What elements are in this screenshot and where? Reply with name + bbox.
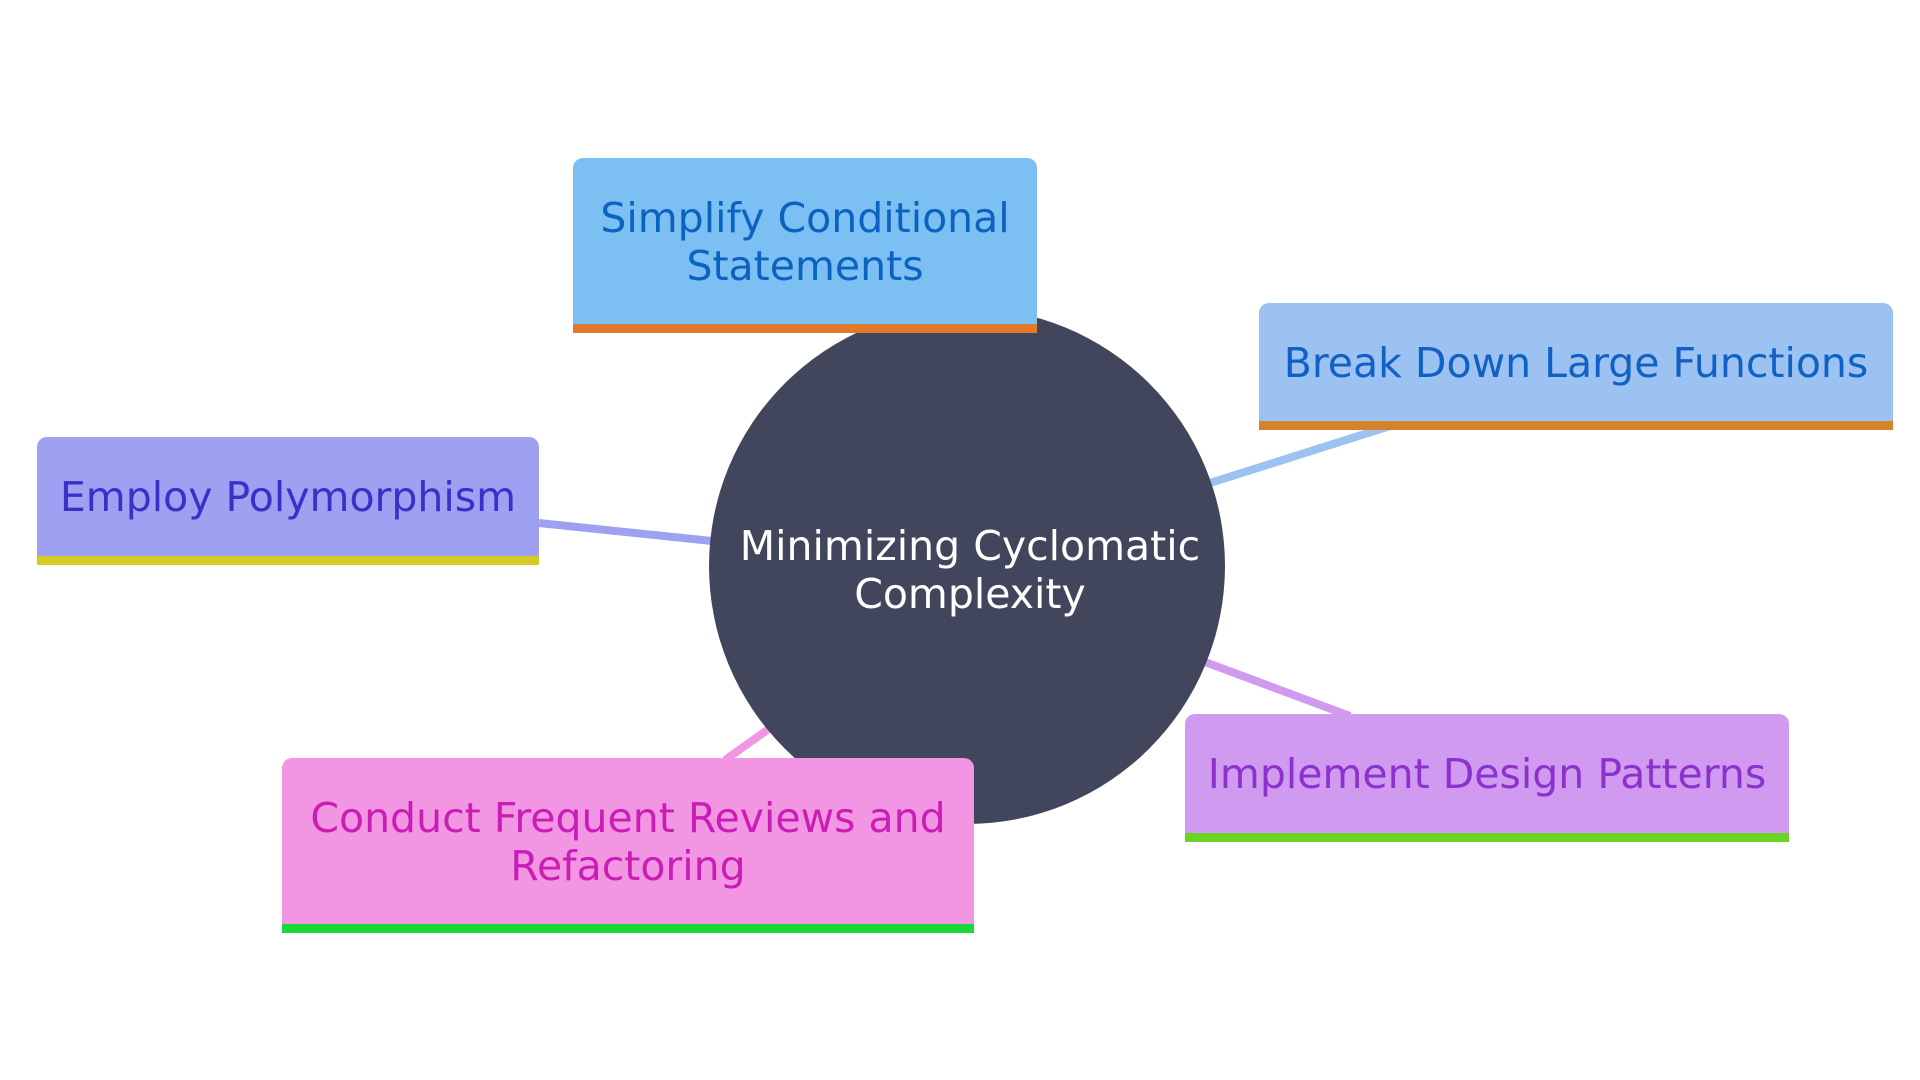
center-label-line1: Minimizing Cyclomatic xyxy=(739,522,1201,570)
node-simplify-conditional-statements[interactable]: Simplify Conditional Statements xyxy=(573,158,1037,333)
center-node-label: Minimizing Cyclomatic Complexity xyxy=(720,500,1220,640)
center-node-circle xyxy=(709,308,1225,824)
node-label-line2: Refactoring xyxy=(510,841,746,890)
node-underline xyxy=(573,324,1037,333)
edge-polymorphism xyxy=(538,519,713,545)
node-label-line1: Simplify Conditional xyxy=(600,193,1010,242)
node-underline xyxy=(37,556,539,565)
node-label: Conduct Frequent Reviews and Refactoring xyxy=(310,794,945,890)
edge-breakdown xyxy=(1208,422,1392,487)
node-label: Simplify Conditional Statements xyxy=(600,194,1009,290)
node-underline xyxy=(1185,833,1789,842)
node-employ-polymorphism[interactable]: Employ Polymorphism xyxy=(37,437,539,565)
node-break-down-large-functions[interactable]: Break Down Large Functions xyxy=(1259,303,1893,430)
node-label-line1: Break Down Large Functions xyxy=(1283,338,1869,387)
node-label-line1: Employ Polymorphism xyxy=(59,473,517,521)
node-label-line1: Conduct Frequent Reviews and xyxy=(310,793,946,842)
node-label: Implement Design Patterns xyxy=(1208,750,1766,798)
node-implement-design-patterns[interactable]: Implement Design Patterns xyxy=(1185,714,1789,842)
node-underline xyxy=(1259,421,1893,430)
node-label: Employ Polymorphism xyxy=(60,473,516,521)
edge-patterns xyxy=(1203,658,1352,720)
center-label-line2: Complexity xyxy=(854,570,1086,618)
edge-reviews xyxy=(722,724,773,764)
node-label-line1: Implement Design Patterns xyxy=(1207,750,1767,798)
node-conduct-frequent-reviews-and-refactoring[interactable]: Conduct Frequent Reviews and Refactoring xyxy=(282,758,974,933)
node-label-line2: Statements xyxy=(686,241,924,290)
node-label: Break Down Large Functions xyxy=(1284,339,1869,387)
node-underline xyxy=(282,924,974,933)
